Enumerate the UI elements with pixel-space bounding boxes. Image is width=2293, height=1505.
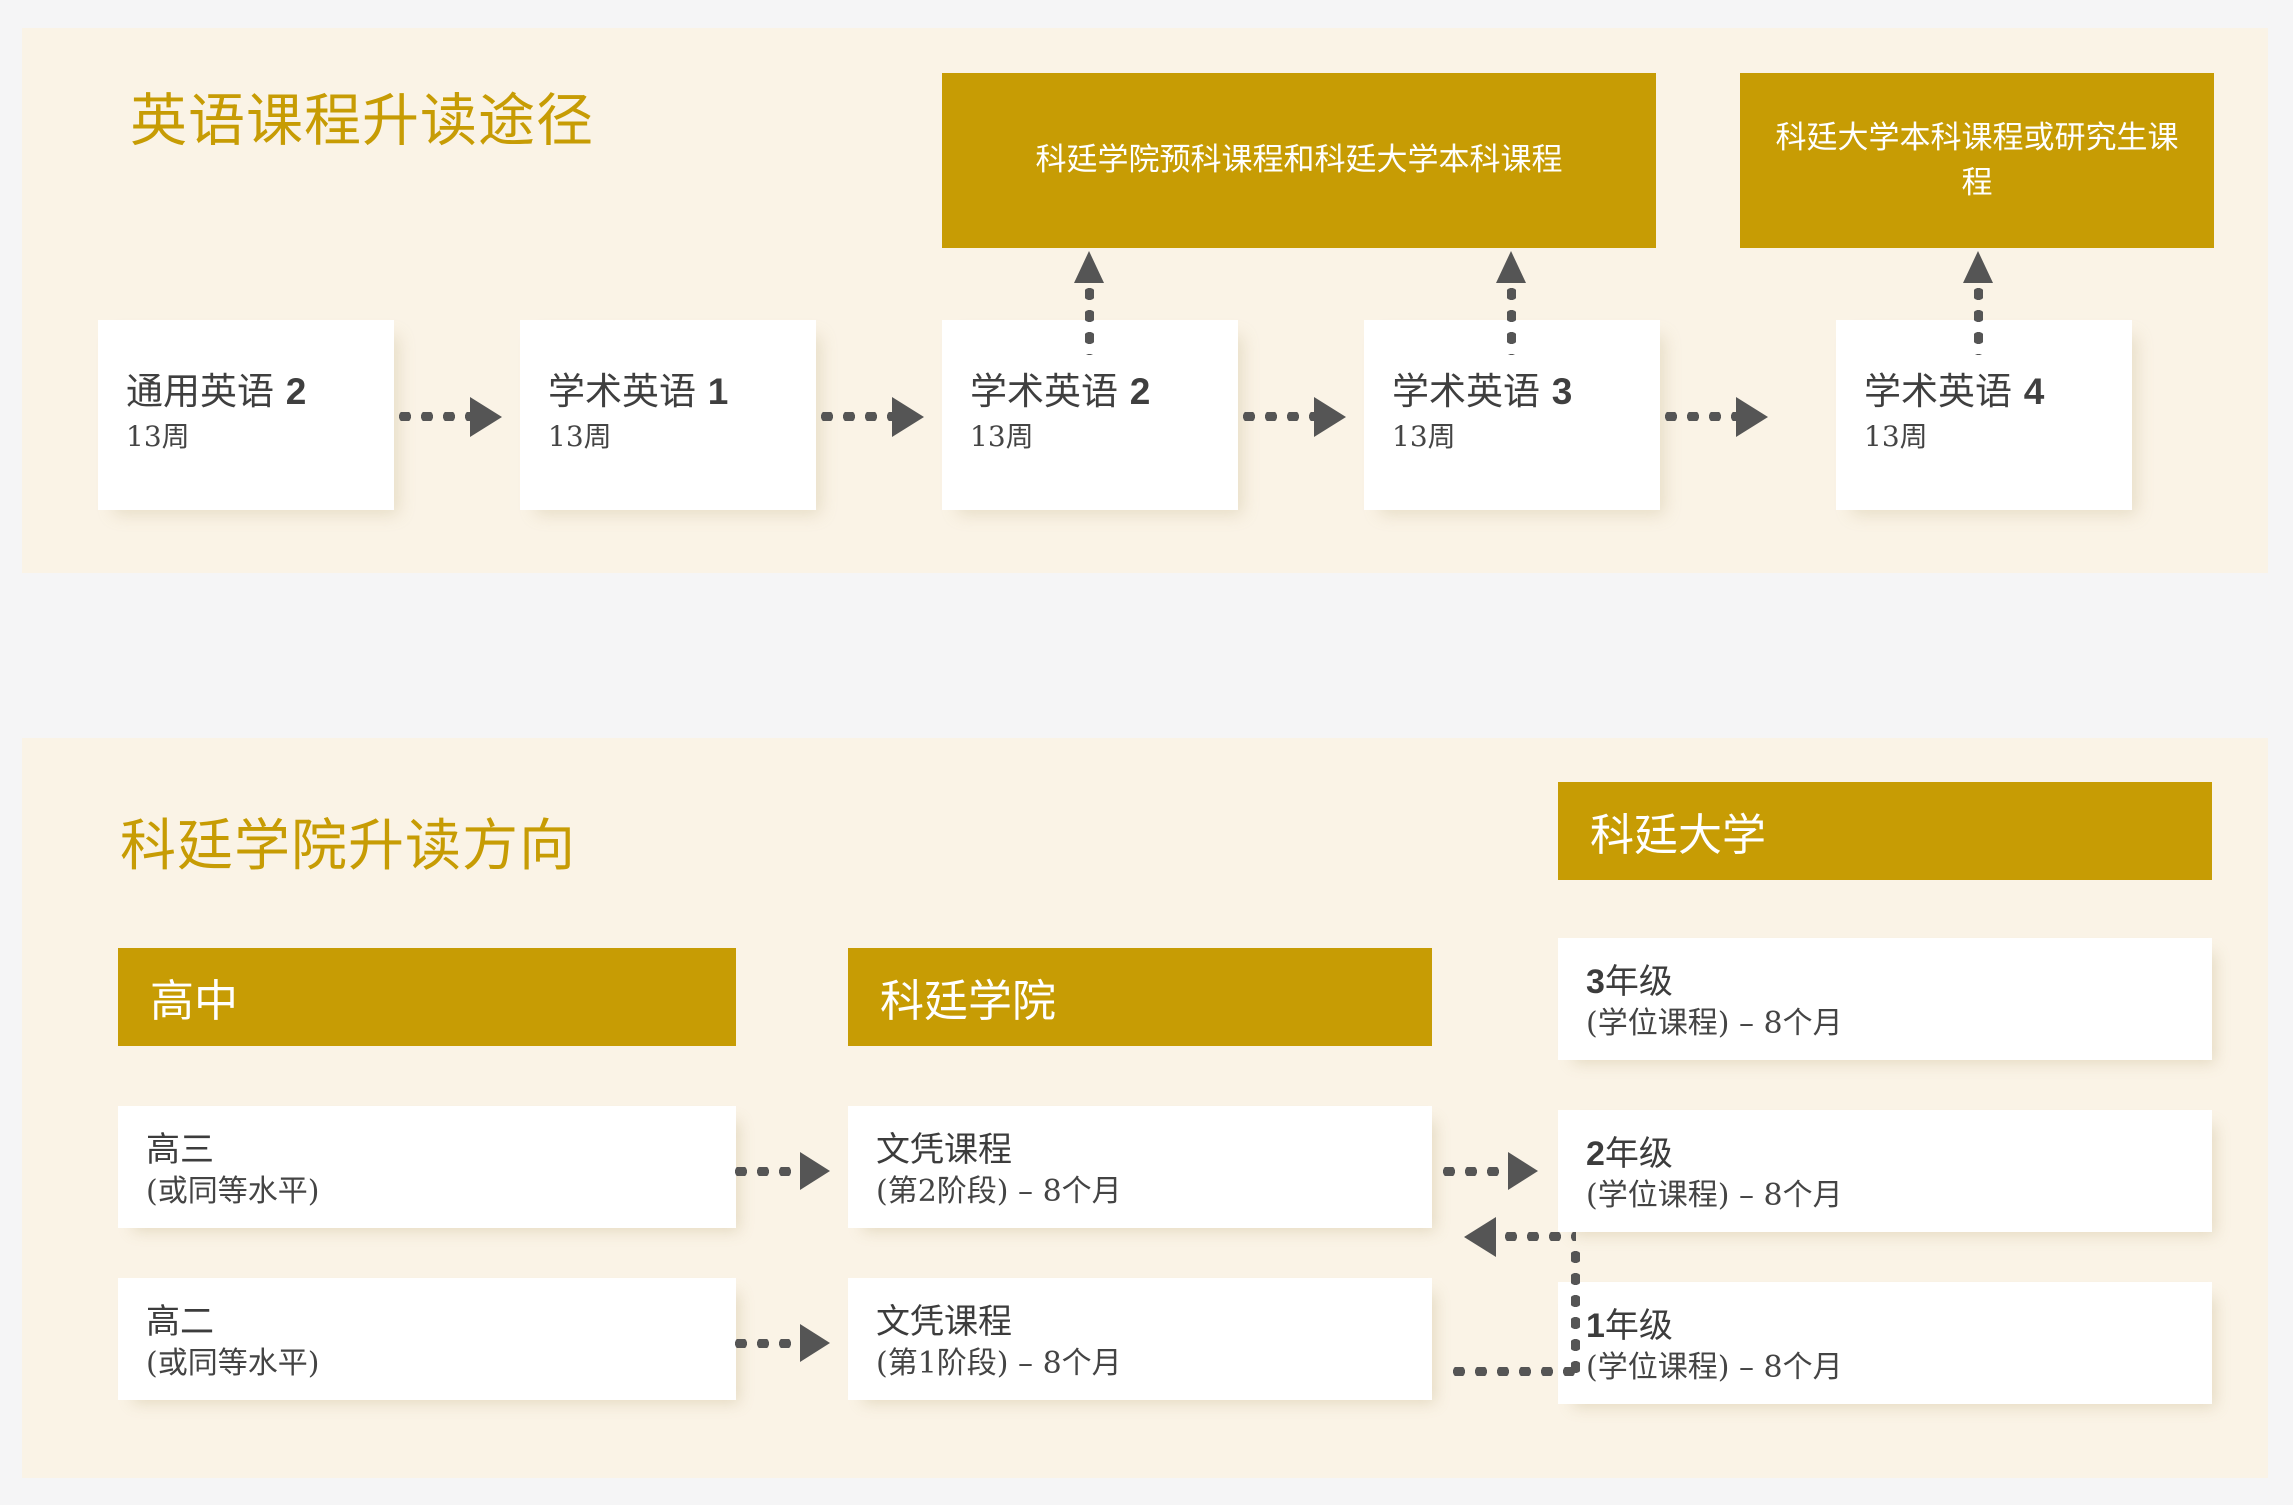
dotted-arrow-right-icon bbox=[1438, 1152, 1550, 1190]
course-duration: 13周 bbox=[126, 420, 190, 454]
info-card-university-year-1[interactable]: 1年级 (学位课程) – 8个月 bbox=[1558, 1282, 2212, 1404]
card-title: 高三 bbox=[146, 1130, 214, 1170]
column-header-curtin-university: 科廷大学 bbox=[1558, 782, 2212, 880]
info-card-university-year-3[interactable]: 3年级 (学位课程) – 8个月 bbox=[1558, 938, 2212, 1060]
page-title-college-pathway: 科廷学院升读方向 bbox=[120, 814, 576, 879]
column-header-curtin-college: 科廷学院 bbox=[848, 948, 1432, 1046]
course-card-academic-english-4[interactable]: 学术英语 4 13周 bbox=[1836, 320, 2132, 510]
card-title: 2年级 bbox=[1586, 1134, 1673, 1174]
course-card-general-english-2[interactable]: 通用英语 2 13周 bbox=[98, 320, 394, 510]
info-card-university-year-2[interactable]: 2年级 (学位课程) – 8个月 bbox=[1558, 1110, 2212, 1232]
dotted-arrow-right-icon bbox=[1660, 397, 1780, 437]
course-duration: 13周 bbox=[970, 420, 1034, 454]
course-title: 学术英语 4 bbox=[1864, 370, 2045, 413]
dotted-arrow-up-icon bbox=[1074, 251, 1104, 355]
card-subtitle: (学位课程) – 8个月 bbox=[1586, 1350, 1843, 1386]
card-subtitle: (学位课程) – 8个月 bbox=[1586, 1006, 1843, 1042]
dotted-arrow-up-icon bbox=[1963, 251, 1993, 355]
dotted-arrow-right-icon bbox=[730, 1152, 842, 1190]
card-title: 3年级 bbox=[1586, 962, 1673, 1002]
card-title: 文凭课程 bbox=[876, 1302, 1012, 1342]
course-title: 学术英语 2 bbox=[970, 370, 1151, 413]
card-subtitle: (或同等水平) bbox=[146, 1174, 320, 1210]
dotted-arrow-right-icon bbox=[394, 397, 514, 437]
info-card-diploma-stage-2[interactable]: 文凭课程 (第2阶段) – 8个月 bbox=[848, 1106, 1432, 1228]
page-title-english-pathway: 英语课程升读途径 bbox=[130, 88, 594, 154]
dotted-arrow-up-icon bbox=[1496, 251, 1526, 355]
course-duration: 13周 bbox=[1392, 420, 1456, 454]
card-title: 1年级 bbox=[1586, 1306, 1673, 1346]
destination-box-degree: 科廷大学本科课程或研究生课程 bbox=[1740, 73, 2214, 248]
course-card-academic-english-1[interactable]: 学术英语 1 13周 bbox=[520, 320, 816, 510]
course-title: 学术英语 3 bbox=[1392, 370, 1573, 413]
card-title: 高二 bbox=[146, 1302, 214, 1342]
dotted-arrow-left-elbow-icon bbox=[1438, 1217, 1598, 1390]
card-subtitle: (学位课程) – 8个月 bbox=[1586, 1178, 1843, 1214]
dotted-arrow-right-icon bbox=[730, 1324, 842, 1362]
destination-box-foundation: 科廷学院预科课程和科廷大学本科课程 bbox=[942, 73, 1656, 248]
card-subtitle: (第1阶段) – 8个月 bbox=[876, 1346, 1122, 1382]
course-duration: 13周 bbox=[1864, 420, 1928, 454]
course-duration: 13周 bbox=[548, 420, 612, 454]
course-title: 学术英语 1 bbox=[548, 370, 729, 413]
info-card-diploma-stage-1[interactable]: 文凭课程 (第1阶段) – 8个月 bbox=[848, 1278, 1432, 1400]
course-title: 通用英语 2 bbox=[126, 370, 307, 413]
column-header-high-school: 高中 bbox=[118, 948, 736, 1046]
info-card-senior-year-2[interactable]: 高二 (或同等水平) bbox=[118, 1278, 736, 1400]
card-title: 文凭课程 bbox=[876, 1130, 1012, 1170]
card-subtitle: (第2阶段) – 8个月 bbox=[876, 1174, 1122, 1210]
info-card-senior-year-3[interactable]: 高三 (或同等水平) bbox=[118, 1106, 736, 1228]
card-subtitle: (或同等水平) bbox=[146, 1346, 320, 1382]
dotted-arrow-right-icon bbox=[1238, 397, 1358, 437]
dotted-arrow-right-icon bbox=[816, 397, 936, 437]
